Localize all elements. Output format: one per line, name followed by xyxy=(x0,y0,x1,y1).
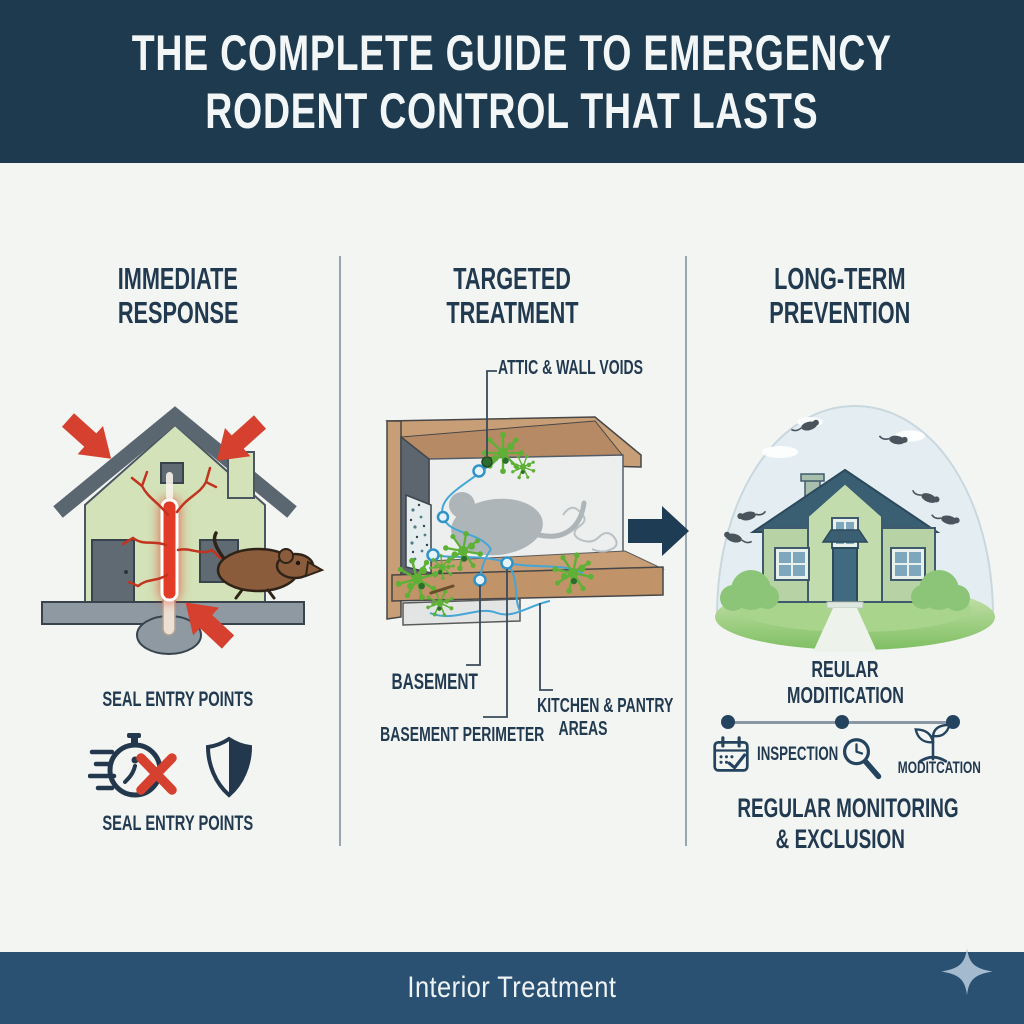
left-wall-board xyxy=(386,420,402,620)
red-x-icon xyxy=(136,753,177,795)
timeline-dot-2 xyxy=(835,715,849,729)
callout-attic-wall-voids: ATTIC & WALL VOIDS xyxy=(498,357,643,379)
basement-callout-line xyxy=(466,585,481,666)
regular-monitoring-caption-line2: & EXCLUSION xyxy=(775,824,905,854)
column-divider-left xyxy=(339,256,341,846)
timeline-label-modification: MODITCATION xyxy=(897,758,981,777)
regular-monitoring-caption-line1: REGULAR MONITORING xyxy=(737,793,959,823)
basement-board xyxy=(402,598,521,626)
wall-panel xyxy=(405,493,432,574)
protected-home-dome-illustration xyxy=(715,404,995,652)
plant-growth-icon xyxy=(914,724,951,763)
header-banner: THE COMPLETE GUIDE TO EMERGENCY RODENT C… xyxy=(0,0,1024,163)
seal-entry-points-caption-top: SEAL ENTRY POINTS xyxy=(102,688,254,711)
callout-kitchen-pantry-line1: KITCHEN & PANTRY xyxy=(537,695,674,717)
emergency-house-illustration xyxy=(41,405,325,656)
heading-immediate-response-line2: RESPONSE xyxy=(117,295,239,330)
basement-perimeter-callout-line xyxy=(483,569,508,718)
seal-entry-points-caption-bottom: SEAL ENTRY POINTS xyxy=(102,812,254,835)
callout-kitchen-pantry-line2: AREAS xyxy=(558,718,608,740)
path-markers xyxy=(426,464,514,587)
main-title-line2: RODENT CONTROL THAT LASTS xyxy=(205,82,819,139)
sparkle-diamond-icon xyxy=(941,948,993,995)
kitchen-callout-line xyxy=(539,603,553,691)
nest-scribble xyxy=(562,506,618,553)
prevention-subtitle-line1: REULAR xyxy=(811,656,879,682)
calendar-check-icon xyxy=(713,736,749,772)
callout-basement: BASEMENT xyxy=(391,669,478,694)
attic-callout-line xyxy=(486,370,497,456)
house-chimney xyxy=(227,451,255,499)
shield-icon xyxy=(205,736,253,798)
interior-treatment-room-illustration xyxy=(385,370,689,718)
rapid-response-stopwatch-icon xyxy=(88,733,177,798)
crack-lines xyxy=(121,466,222,588)
column-divider-right xyxy=(685,256,687,846)
heading-long-term-prevention-line1: LONG-TERM xyxy=(774,261,906,296)
mouse-silhouette xyxy=(449,492,587,556)
flow-arrow-icon xyxy=(628,506,689,556)
footer-banner: Interior Treatment xyxy=(0,952,1024,1024)
attic-callout-dot xyxy=(481,456,493,468)
timeline-label-inspection: INSPECTION xyxy=(757,744,839,765)
footer-label: Interior Treatment xyxy=(407,971,617,1004)
heading-long-term-prevention-line2: PREVENTION xyxy=(769,295,911,330)
timeline-dot-1 xyxy=(721,715,735,729)
magnifier-clock-icon xyxy=(842,738,882,780)
heading-immediate-response-line1: IMMEDIATE xyxy=(117,261,239,296)
rodent-illustration xyxy=(212,531,325,600)
callout-basement-perimeter: BASEMENT PERIMETER xyxy=(380,724,545,746)
main-title-line1: THE COMPLETE GUIDE TO EMERGENCY xyxy=(131,24,893,81)
prevention-subtitle-line2: MODITICATION xyxy=(786,682,904,708)
dome-house xyxy=(720,468,970,652)
thermometer-alert xyxy=(160,498,179,602)
heading-targeted-treatment-line1: TARGETED xyxy=(453,261,571,296)
heading-targeted-treatment-line2: TREATMENT xyxy=(445,295,579,330)
